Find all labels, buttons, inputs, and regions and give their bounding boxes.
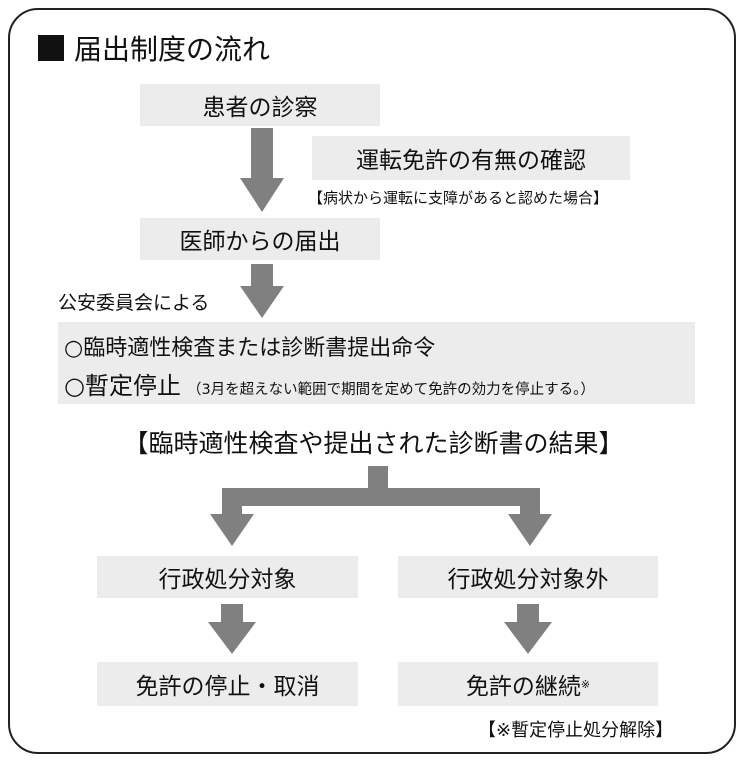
- diagram-frame: [8, 8, 736, 754]
- branch-right-outcome: 免許の継続※: [398, 662, 658, 706]
- branch-left-label: 行政処分対象: [97, 556, 358, 598]
- arrow-exam-to-report: [240, 128, 284, 212]
- step-exam: 患者の診察: [140, 84, 380, 126]
- order-item: ○臨時適性検査または診断書提出命令: [64, 336, 436, 361]
- arrow-right-outcome: [504, 604, 552, 654]
- step-license-check: 運転免許の有無の確認: [312, 136, 630, 180]
- footnote: 【※暫定停止処分解除】: [478, 720, 674, 741]
- outcome-text: 免許の継続: [465, 674, 581, 700]
- arrow-branch: [210, 466, 552, 546]
- suspension-label: ○暫定停止: [64, 372, 181, 400]
- arrow-left-outcome: [208, 604, 256, 654]
- page-title: 届出制度の流れ: [38, 28, 270, 68]
- title-text: 届出制度の流れ: [74, 33, 271, 66]
- square-bullet-icon: [38, 35, 64, 61]
- footnote-mark: ※: [580, 677, 591, 691]
- step-doctor-report: 医師からの届出: [140, 218, 380, 260]
- commission-actions-box: ○臨時適性検査または診断書提出命令 ○暫定停止 （3月を超えない範囲で期間を定めて…: [58, 322, 695, 404]
- branch-left-outcome: 免許の停止・取消: [97, 662, 358, 706]
- suspension-note: （3月を超えない範囲で期間を定めて免許の効力を停止する。）: [186, 382, 595, 398]
- commission-label: 公安委員会による: [58, 292, 210, 314]
- condition-note: 【病状から運転に支障があると認めた場合】: [308, 189, 609, 207]
- result-heading: 【臨時適性検査や提出された診断書の結果】: [123, 429, 624, 458]
- arrow-report-to-commission: [240, 264, 284, 318]
- branch-right-label: 行政処分対象外: [398, 556, 658, 598]
- suspension-item: ○暫定停止 （3月を超えない範囲で期間を定めて免許の効力を停止する。）: [64, 366, 595, 401]
